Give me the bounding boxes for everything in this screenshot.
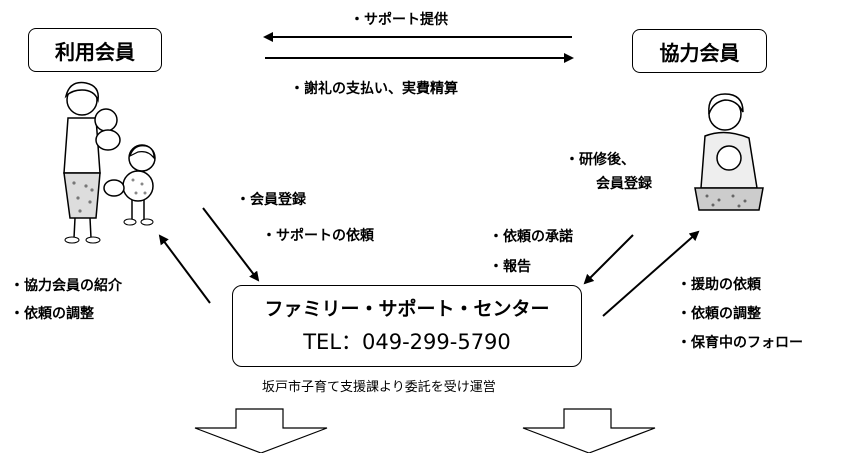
helper-member-box: 協力会員: [632, 29, 767, 73]
register-arrow: [202, 207, 260, 282]
request-label: ・サポートの依頼: [262, 228, 374, 244]
helper-holding-baby-illustration: [694, 93, 764, 211]
down-arrow-left: [194, 408, 328, 453]
introduce-arrow: [158, 234, 211, 304]
center-box: ファミリー・サポート・センター TEL：049-299-5790: [232, 285, 582, 367]
support-request-label: ・援助の依頼: [677, 277, 761, 293]
center-note: 坂戸市子育て支援課より委託を受け運営: [262, 380, 496, 395]
user-member-label: 利用会員: [55, 39, 135, 64]
followup-label: ・保育中のフォロー: [677, 335, 803, 351]
accept-arrow: [583, 234, 634, 285]
helper-member-label: 協力会員: [659, 40, 740, 65]
support-label: ・サポート提供: [350, 12, 448, 28]
adjust-label-left: ・依頼の調整: [10, 306, 94, 322]
after-training-label: ・研修後、: [565, 152, 635, 168]
helper-register-label: 会員登録: [596, 176, 652, 192]
request-arrow: [602, 230, 700, 317]
center-tel: TEL：049-299-5790: [303, 330, 511, 354]
adjust-label-right: ・依頼の調整: [677, 306, 761, 322]
center-name: ファミリー・サポート・センター: [264, 298, 550, 320]
payment-label: ・謝礼の支払い、実費精算: [290, 81, 458, 97]
register-label: ・会員登録: [236, 192, 306, 208]
mother-and-children-illustration: [63, 81, 156, 244]
accept-label: ・依頼の承諾: [489, 229, 573, 245]
report-label: ・報告: [489, 259, 531, 275]
down-arrow-right: [522, 408, 656, 453]
user-member-box: 利用会員: [28, 28, 162, 72]
introduce-label: ・協力会員の紹介: [10, 278, 122, 294]
